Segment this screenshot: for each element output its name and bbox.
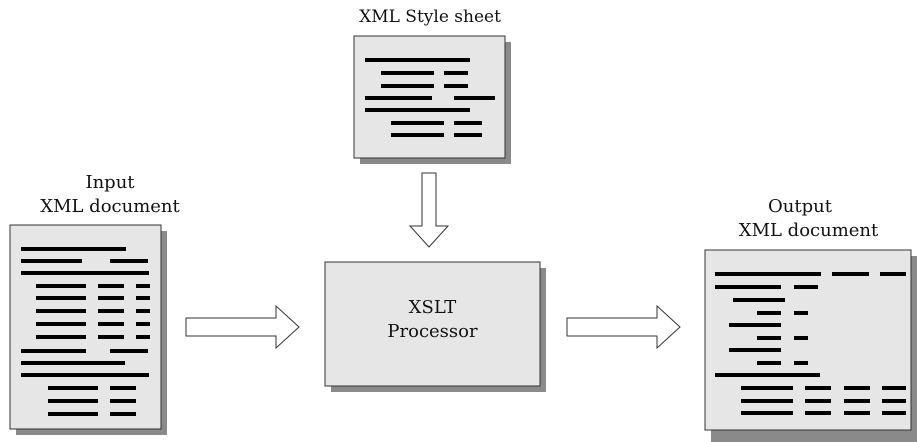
input-label-line1: Input bbox=[85, 172, 135, 193]
output-label-line1: Output bbox=[768, 196, 832, 217]
xslt-processor-box bbox=[324, 261, 546, 392]
processor-label-line2: Processor bbox=[387, 321, 478, 342]
input-document bbox=[9, 224, 167, 435]
stylesheet-label: XML Style sheet bbox=[359, 7, 501, 27]
output-document bbox=[704, 249, 917, 442]
right-arrow-output bbox=[566, 304, 681, 350]
output-label-line2: XML document bbox=[738, 220, 879, 241]
down-arrow bbox=[408, 172, 450, 248]
stylesheet-document bbox=[353, 35, 511, 164]
input-label-line2: XML document bbox=[40, 196, 180, 217]
right-arrow-input bbox=[185, 304, 300, 350]
processor-label-line1: XSLT bbox=[408, 297, 457, 318]
